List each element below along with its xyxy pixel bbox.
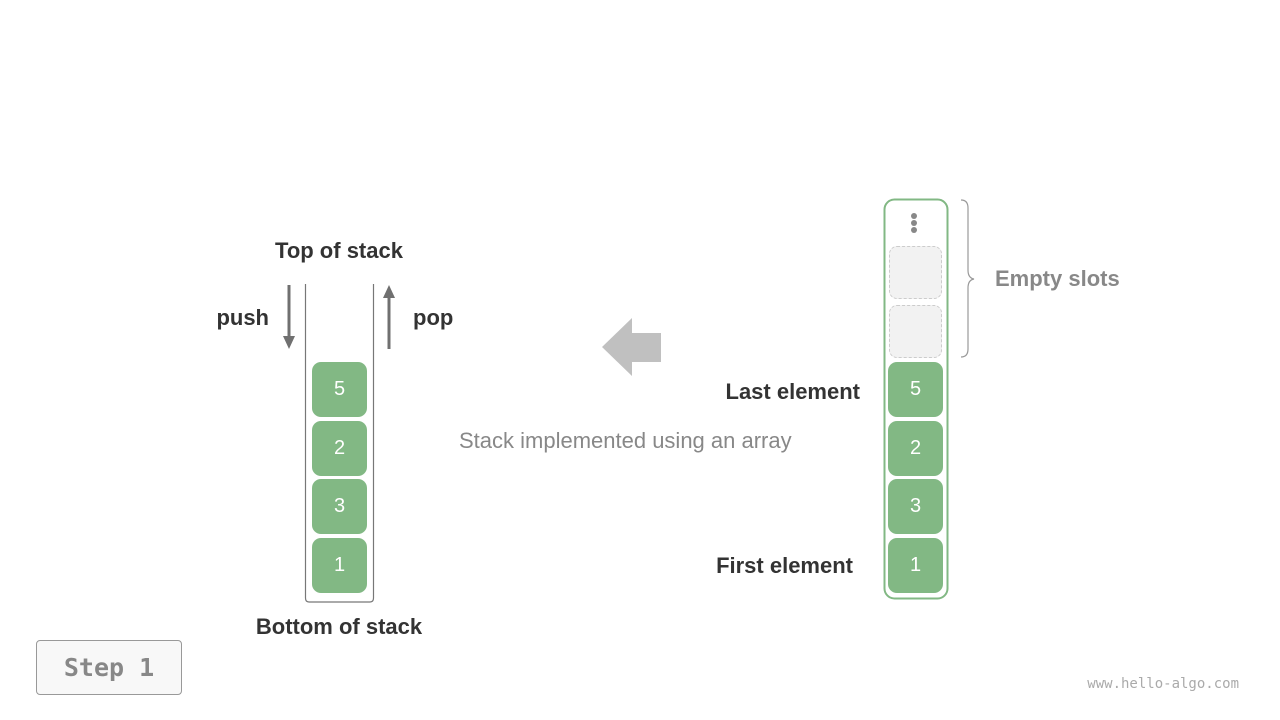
more-dots-icon — [911, 213, 917, 233]
array-element: 5 — [888, 362, 943, 417]
array-outline — [883, 198, 949, 600]
stack-element: 5 — [312, 362, 367, 417]
caption: Stack implemented using an array — [459, 428, 792, 453]
top-of-stack-label: Top of stack — [275, 238, 403, 263]
brace-icon — [960, 199, 975, 358]
watermark: www.hello-algo.com — [1087, 676, 1239, 692]
array-element: 3 — [888, 479, 943, 534]
stack-element: 2 — [312, 421, 367, 476]
pop-label: pop — [413, 305, 454, 330]
push-arrow-icon — [283, 285, 295, 349]
bottom-of-stack-label: Bottom of stack — [255, 614, 423, 639]
stack-element: 3 — [312, 479, 367, 534]
first-element-label: First element — [716, 553, 853, 578]
empty-slot — [889, 246, 942, 299]
empty-slot — [889, 305, 942, 358]
empty-slots-label: Empty slots — [995, 266, 1120, 291]
pop-arrow-icon — [383, 285, 395, 349]
array-element: 2 — [888, 421, 943, 476]
stack-container — [304, 284, 375, 603]
stack-element: 1 — [312, 538, 367, 593]
push-label: push — [216, 305, 269, 330]
left-arrow-icon — [602, 318, 661, 376]
array-element: 1 — [888, 538, 943, 593]
last-element-label: Last element — [725, 379, 861, 404]
step-button[interactable]: Step 1 — [36, 640, 182, 695]
